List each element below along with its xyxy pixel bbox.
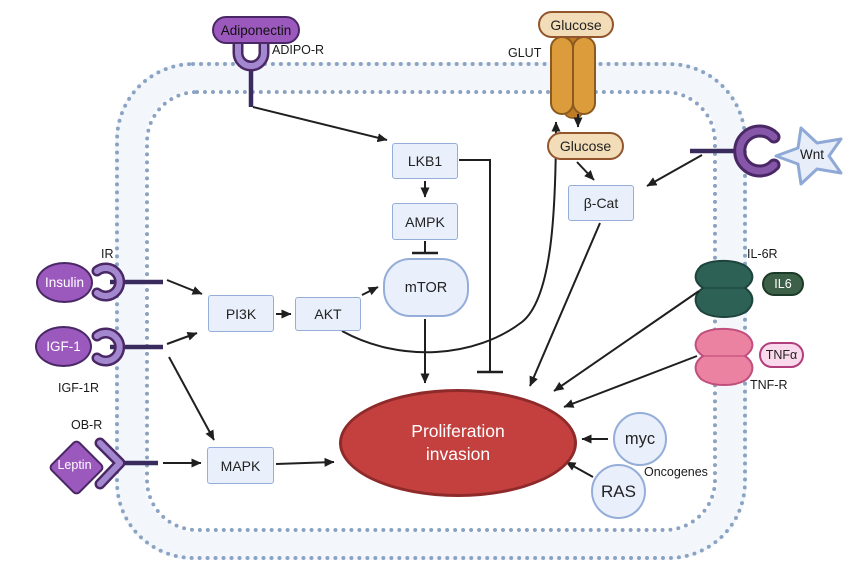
inhibit-lkb1-to-proliferation-shaft [459,159,491,371]
arrows [163,106,703,478]
igf-1r-label: IGF-1R [58,381,99,395]
myc-node: myc [613,412,667,466]
mapk-node: MAPK [207,447,274,484]
adiponectin-ligand: Adiponectin [212,16,300,44]
igf1-ligand: IGF-1 [35,326,92,367]
arrow-adipor-to-lkb1 [252,106,388,143]
arrow-bcat-to-proliferation [529,222,601,387]
tnfa-ligand: TNFα [759,342,804,368]
proliferation-invasion-node: Proliferation invasion [339,389,577,497]
glucose-intracellular: Glucose [547,132,624,160]
igf-1r-receptor-icon [91,327,126,367]
ob-r-label: OB-R [71,418,103,432]
arrow-ras-to-proliferation [565,461,594,478]
adipo-r-label: ADIPO-R [272,43,325,57]
glut-label: GLUT [508,46,542,60]
akt-node: AKT [295,297,361,331]
arrow-glucose-to-bcat [576,161,595,181]
arrow-akt-to-glut [341,121,561,354]
arrow-igf1-to-mapk [168,356,215,441]
beta-catenin-node: β-Cat [568,185,634,221]
il-6r-receptor-icon [694,259,754,318]
tnf-r-receptor-icon [694,327,754,386]
leptin-label: Leptin [57,458,92,472]
ob-r-receptor-icon [94,437,126,490]
pi3k-node: PI3K [208,295,274,332]
ir-receptor-icon [91,262,126,302]
arrow-mapk-to-proliferation [275,457,335,467]
arrow-il6-to-proliferation [553,290,700,392]
oncogenes-label: Oncogenes [644,465,708,479]
il6-ligand: IL6 [762,272,804,296]
ir-label: IR [101,247,114,261]
tnf-r-label: TNF-R [750,378,788,392]
glut-transporter-icon [550,33,596,119]
proliferation-line1: Proliferation [411,421,505,442]
arrow-wnt-to-bcat [646,154,703,187]
wnt-star-icon [774,126,843,186]
lkb1-node: LKB1 [392,143,458,179]
glucose-extracellular: Glucose [538,11,614,38]
insulin-ligand: Insulin [36,262,93,303]
arrow-insulin-to-pi3k [166,279,203,295]
wnt-label: Wnt [799,147,824,162]
frizzled-receptor-icon [733,124,781,178]
arrow-akt-to-mtor [361,286,379,296]
il-6r-label: IL-6R [747,247,778,261]
mtor-node: mTOR [383,258,469,317]
adipo-r-receptor-icon [232,35,270,72]
proliferation-line2: invasion [425,444,491,464]
ras-node: RAS [591,464,646,519]
arrow-igf1-to-pi3k [166,332,198,345]
arrow-tnf-to-proliferation [563,355,698,408]
ampk-node: AMPK [392,203,458,240]
